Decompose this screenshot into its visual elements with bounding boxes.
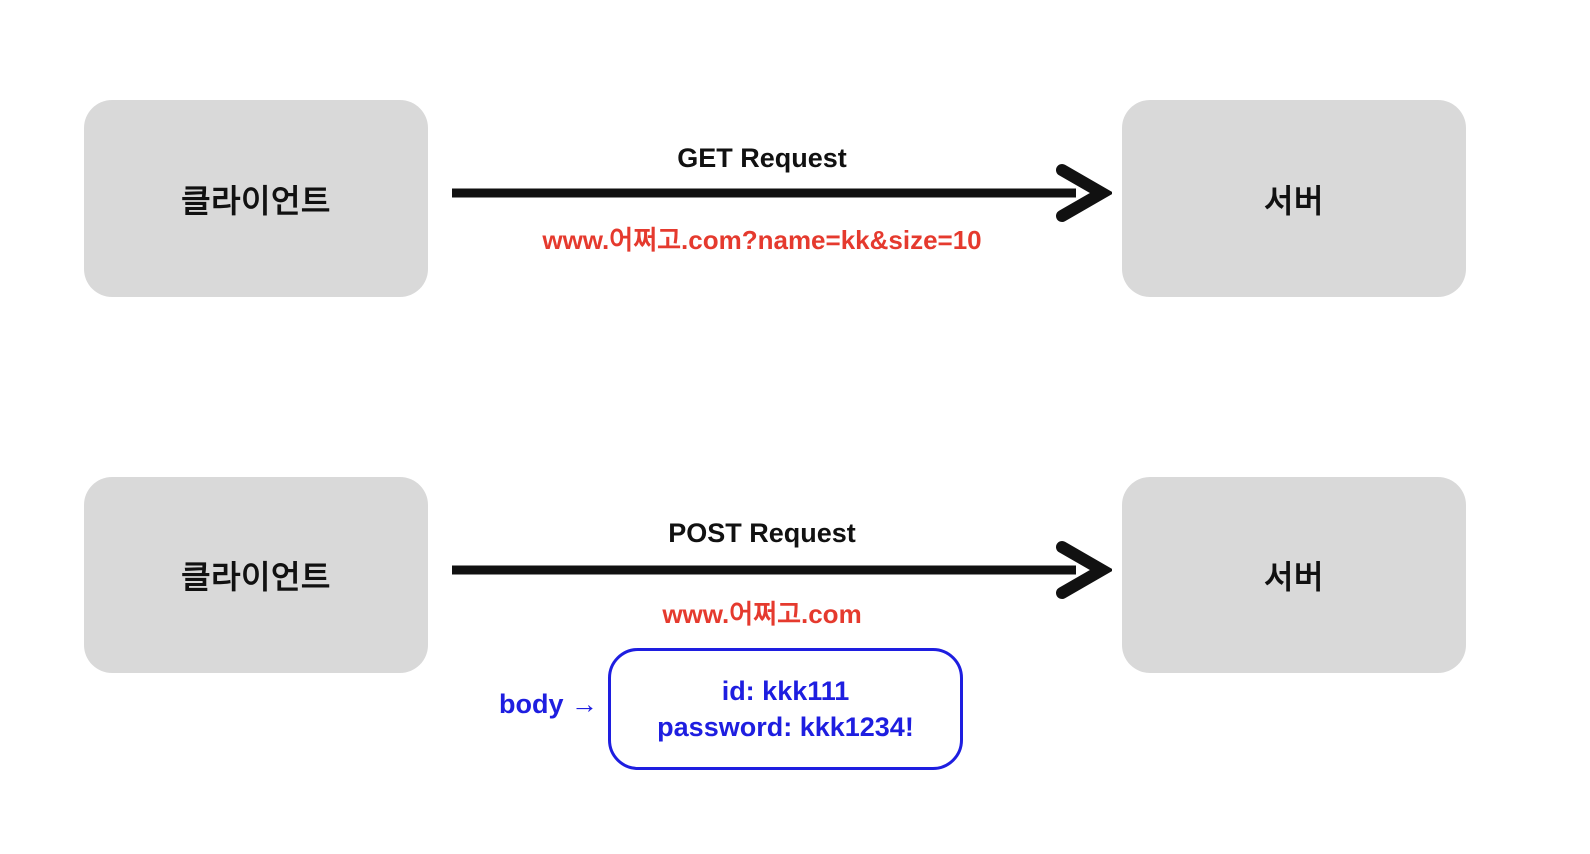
get-server-node: 서버 bbox=[1122, 100, 1466, 297]
post-server-label: 서버 bbox=[1264, 559, 1324, 595]
get-client-node: 클라이언트 bbox=[84, 100, 428, 297]
post-client-label: 클라이언트 bbox=[181, 559, 331, 595]
get-server-label: 서버 bbox=[1264, 182, 1324, 219]
post-client-node: 클라이언트 bbox=[84, 477, 428, 673]
post-request-title: POST Request bbox=[668, 518, 856, 548]
get-client-label: 클라이언트 bbox=[181, 182, 331, 219]
get-request-url: www.어쩌고.com?name=kk&size=10 bbox=[542, 225, 982, 255]
post-body-box: id: kkk111 password: kkk1234! bbox=[608, 648, 963, 770]
body-arrow-label: body → bbox=[499, 689, 598, 719]
post-server-node: 서버 bbox=[1122, 477, 1466, 673]
body-password-line: password: kkk1234! bbox=[657, 712, 914, 742]
post-request-url: www.어쩌고.com bbox=[662, 599, 862, 629]
get-request-title: GET Request bbox=[677, 143, 847, 173]
body-id-line: id: kkk111 bbox=[721, 676, 850, 706]
get-request-arrow-icon bbox=[452, 164, 1112, 222]
post-request-arrow-icon bbox=[452, 541, 1112, 599]
